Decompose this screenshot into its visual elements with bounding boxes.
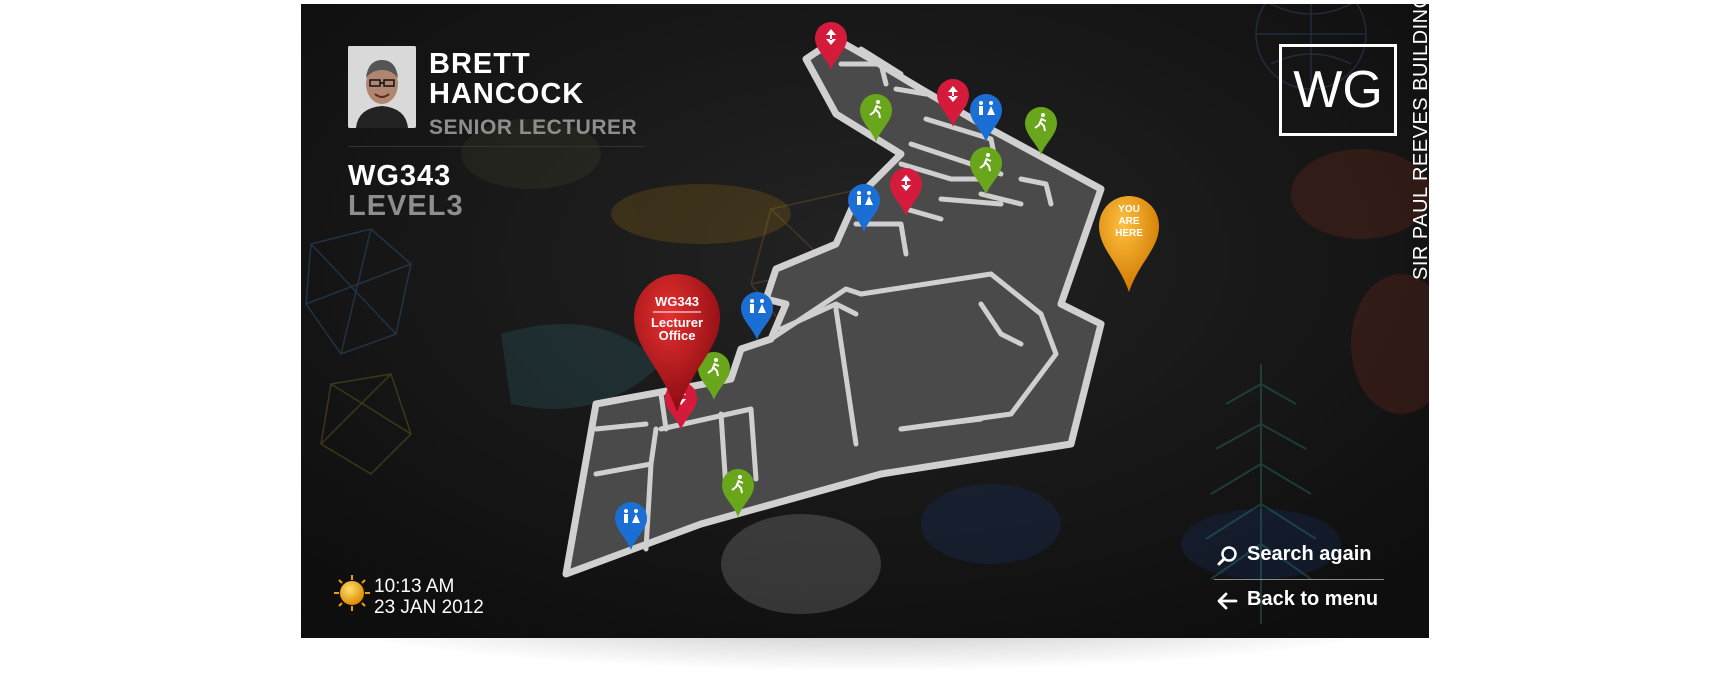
avatar	[348, 46, 416, 128]
person-photo	[348, 46, 416, 128]
destination-line1: Lecturer	[650, 315, 704, 330]
building-main-name: PAUL REEVES BUILDING	[1410, 4, 1429, 240]
destination-line2: Office	[658, 328, 696, 343]
floor-plan-map	[562, 22, 1159, 578]
you-are-here-line1: YOU	[1118, 204, 1140, 215]
you-are-here-line2: ARE	[1118, 216, 1140, 227]
arrow-left-icon	[1217, 592, 1238, 610]
room-number: WG343	[348, 160, 452, 192]
back-to-menu-button[interactable]: Back to menu	[1214, 584, 1414, 618]
wg-logo: WG	[1279, 44, 1397, 136]
profile-divider	[348, 146, 645, 147]
sun-icon	[334, 575, 370, 611]
building-name: SIR PAUL REEVES BUILDING	[1410, 4, 1429, 280]
you-are-here-pin	[1099, 196, 1159, 292]
search-again-label: Search again	[1247, 543, 1372, 565]
person-role: SENIOR LECTURER	[429, 116, 638, 139]
back-to-menu-label: Back to menu	[1247, 588, 1379, 610]
nav-divider	[1214, 579, 1384, 580]
current-date: 23 JAN 2012	[374, 597, 484, 618]
destination-pin	[634, 274, 720, 412]
building-prefix: SIR	[1410, 245, 1429, 280]
destination-room-label: WG343	[654, 294, 700, 309]
kiosk-screen: WG343 Lecturer Office YOU ARE HERE BRETT…	[301, 4, 1429, 638]
person-first-name: BRETT	[429, 48, 531, 80]
exit-pins	[698, 94, 1057, 517]
you-are-here-line3: HERE	[1115, 228, 1143, 239]
person-last-name: HANCOCK	[429, 78, 585, 110]
current-time: 10:13 AM	[374, 576, 455, 597]
search-again-button[interactable]: Search again	[1214, 539, 1414, 573]
toilet-pins	[615, 94, 1002, 550]
search-icon	[1217, 546, 1237, 566]
floor-level: LEVEL3	[348, 190, 464, 222]
